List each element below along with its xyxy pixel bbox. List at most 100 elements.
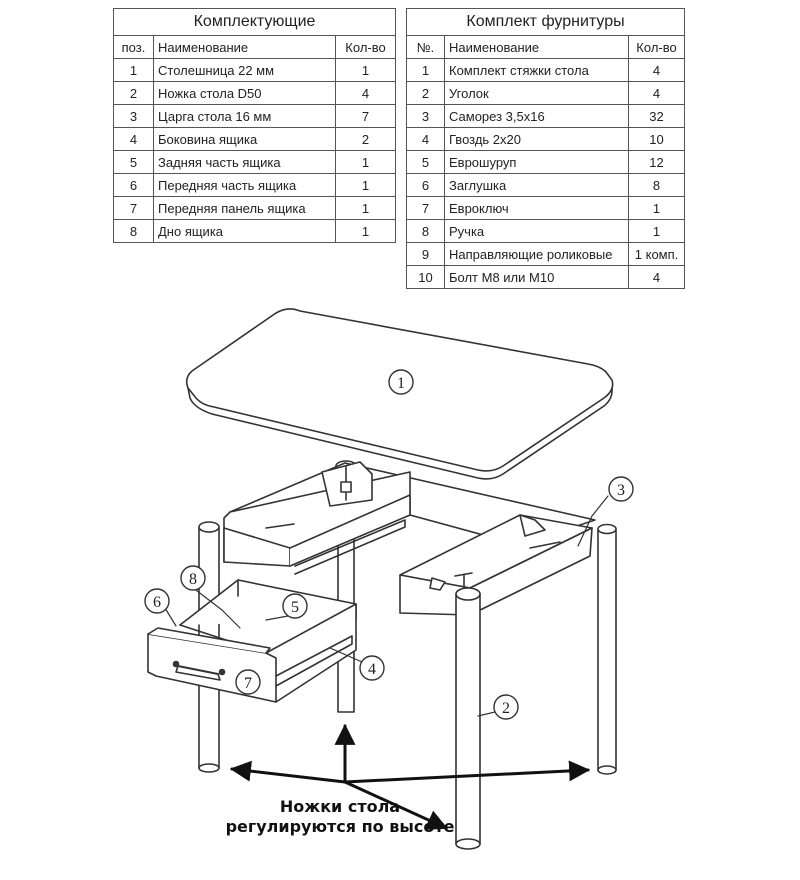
row-name: Дно ящика bbox=[153, 219, 336, 243]
row-name: Саморез 3,5х16 bbox=[444, 104, 629, 128]
row-qty: 1 bbox=[334, 150, 397, 174]
row-name: Ручка bbox=[444, 219, 629, 243]
row-name: Передняя часть ящика bbox=[153, 173, 336, 197]
row-index: 4 bbox=[406, 127, 445, 151]
col-header-pos: поз. bbox=[113, 35, 154, 59]
row-qty: 4 bbox=[627, 265, 686, 289]
row-name: Боковина ящика bbox=[153, 127, 336, 151]
row-index: 3 bbox=[406, 104, 445, 128]
caption-line-1: Ножки стола bbox=[279, 797, 401, 816]
row-qty: 4 bbox=[334, 81, 397, 105]
row-index: 5 bbox=[113, 150, 154, 174]
callout-labels: 1 2 3 4 5 6 7 8 bbox=[153, 375, 625, 717]
row-index: 8 bbox=[406, 219, 445, 243]
row-index: 2 bbox=[406, 81, 445, 105]
table-leg-front bbox=[455, 587, 481, 850]
row-index: 1 bbox=[406, 58, 445, 82]
table-frame bbox=[223, 461, 596, 616]
row-name: Еврошуруп bbox=[444, 150, 629, 174]
row-index: 7 bbox=[406, 196, 445, 220]
table-assembly-diagram: 1 2 3 4 5 6 7 8 bbox=[144, 308, 634, 850]
row-name: Комплект стяжки стола bbox=[444, 58, 629, 82]
callout-label-7: 7 bbox=[244, 675, 252, 692]
row-qty: 4 bbox=[627, 81, 686, 105]
row-qty: 1 bbox=[334, 219, 397, 243]
row-qty: 8 bbox=[627, 173, 686, 197]
col-header-qty: Кол-во bbox=[627, 35, 686, 59]
row-index: 2 bbox=[113, 81, 154, 105]
row-name: Евроключ bbox=[444, 196, 629, 220]
row-index: 7 bbox=[113, 196, 154, 220]
row-qty: 1 bbox=[334, 173, 397, 197]
row-qty: 10 bbox=[627, 127, 686, 151]
callout-label-3: 3 bbox=[617, 482, 625, 499]
row-index: 1 bbox=[113, 58, 154, 82]
callouts bbox=[144, 369, 634, 720]
row-index: 3 bbox=[113, 104, 154, 128]
callout-label-4: 4 bbox=[368, 661, 376, 678]
callout-label-6: 6 bbox=[153, 594, 161, 611]
row-qty: 1 комп. bbox=[627, 242, 686, 266]
row-index: 6 bbox=[406, 173, 445, 197]
row-qty: 1 bbox=[334, 196, 397, 220]
row-name: Передняя панель ящика bbox=[153, 196, 336, 220]
callout-label-5: 5 bbox=[291, 599, 299, 616]
col-header-num: №. bbox=[406, 35, 445, 59]
row-qty: 2 bbox=[334, 127, 397, 151]
hardware-table-title: Комплект фурнитуры bbox=[405, 8, 686, 36]
table-leg-right bbox=[597, 523, 617, 775]
row-qty: 1 bbox=[334, 58, 397, 82]
row-qty: 12 bbox=[627, 150, 686, 174]
row-qty: 1 bbox=[627, 196, 686, 220]
row-name: Уголок bbox=[444, 81, 629, 105]
col-header-qty: Кол-во bbox=[334, 35, 397, 59]
row-index: 8 bbox=[113, 219, 154, 243]
row-index: 9 bbox=[406, 242, 445, 266]
hardware-header-row: №. Наименование Кол-во bbox=[406, 35, 686, 59]
callout-label-8: 8 bbox=[189, 571, 197, 588]
height-arrows bbox=[229, 723, 591, 830]
row-qty: 1 bbox=[627, 219, 686, 243]
row-index: 10 bbox=[406, 265, 445, 289]
arrow-right-icon bbox=[343, 760, 591, 784]
row-name: Ножка стола D50 bbox=[153, 81, 336, 105]
row-name: Гвоздь 2х20 bbox=[444, 127, 629, 151]
row-name: Болт М8 или М10 bbox=[444, 265, 629, 289]
row-qty: 4 bbox=[627, 58, 686, 82]
components-table: Комплектующие поз. Наименование Кол-во 1… bbox=[112, 8, 397, 243]
callout-label-2: 2 bbox=[502, 700, 510, 717]
col-header-name: Наименование bbox=[444, 35, 629, 59]
row-name: Заглушка bbox=[444, 173, 629, 197]
hardware-table: Комплект фурнитуры №. Наименование Кол-в… bbox=[405, 8, 686, 289]
arrow-down-right-icon bbox=[343, 780, 448, 830]
callout-leaders bbox=[164, 495, 609, 717]
row-qty: 7 bbox=[334, 104, 397, 128]
row-name: Направляющие роликовые bbox=[444, 242, 629, 266]
row-index: 5 bbox=[406, 150, 445, 174]
row-qty: 32 bbox=[627, 104, 686, 128]
col-header-name: Наименование bbox=[153, 35, 336, 59]
components-table-title: Комплектующие bbox=[112, 8, 397, 36]
row-index: 6 bbox=[113, 173, 154, 197]
callout-label-1: 1 bbox=[397, 375, 405, 392]
caption-line-2: регулируются по высоте bbox=[225, 817, 455, 836]
row-index: 4 bbox=[113, 127, 154, 151]
row-name: Столешница 22 мм bbox=[153, 58, 336, 82]
row-name: Задняя часть ящика bbox=[153, 150, 336, 174]
